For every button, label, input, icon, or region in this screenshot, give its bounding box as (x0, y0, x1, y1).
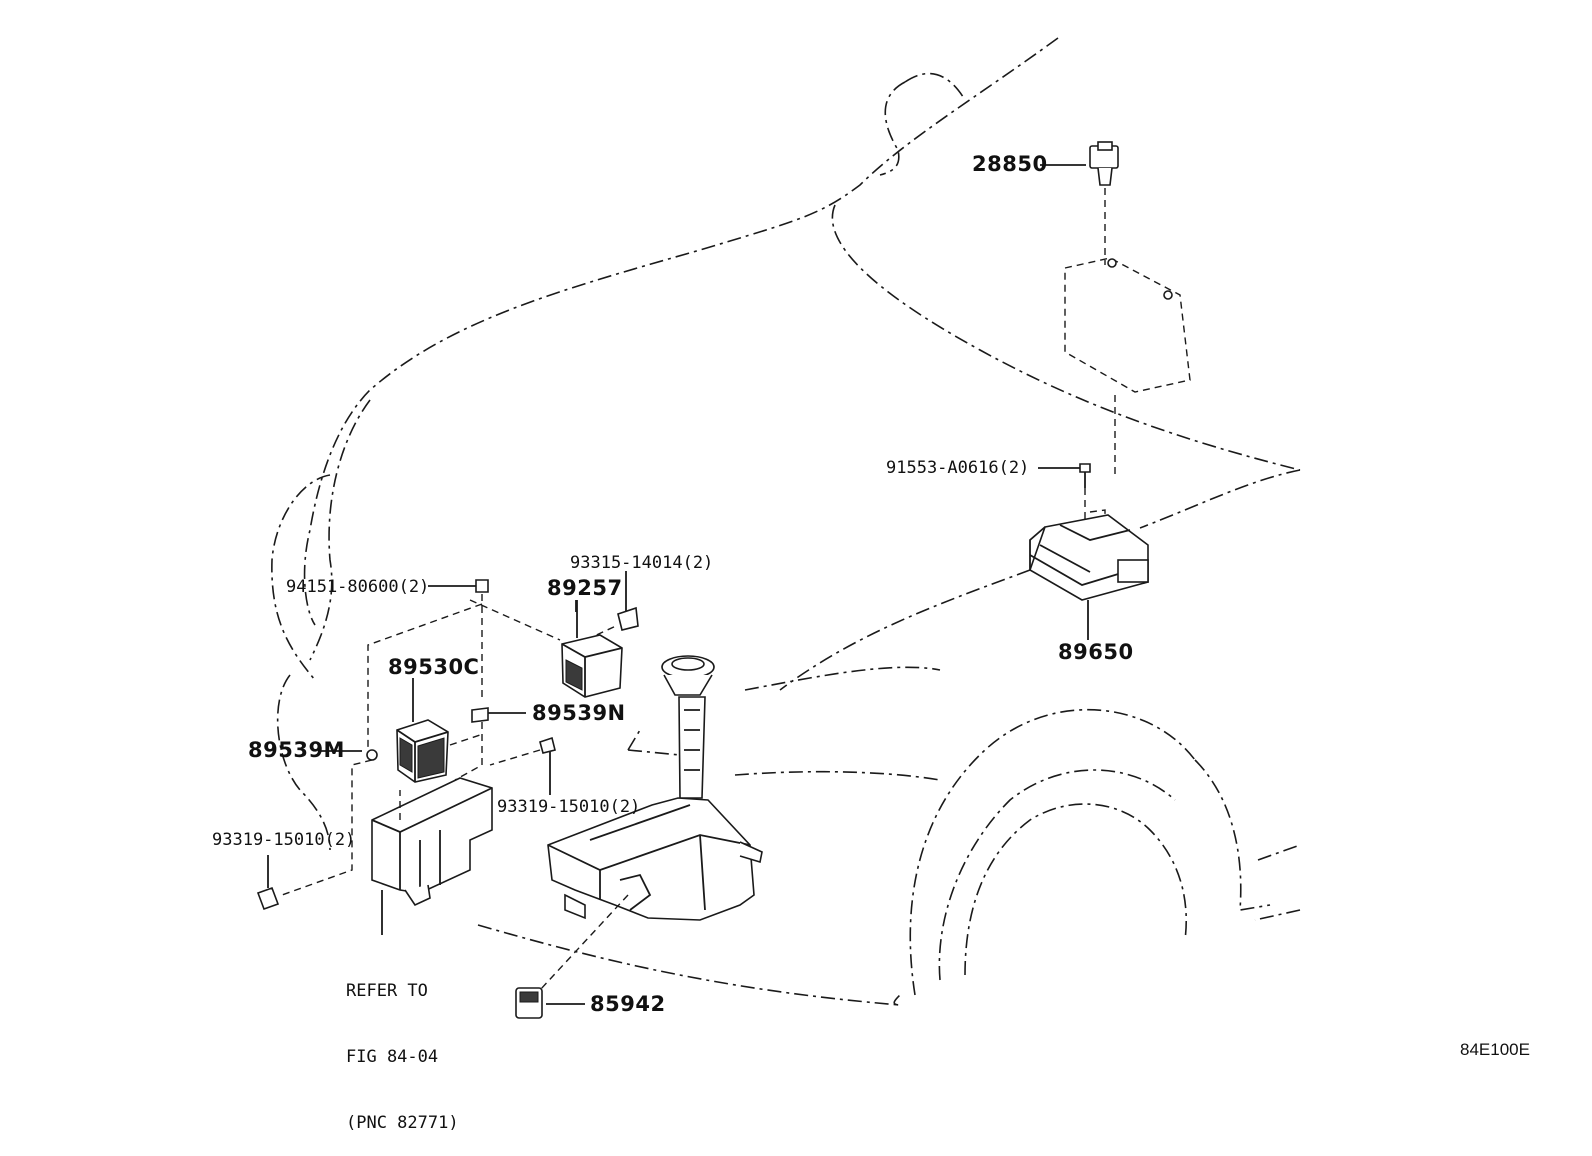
label-94151: 94151-80600(2) (286, 577, 430, 597)
bolt-icon (367, 579, 561, 781)
refer-note-line3: (PNC 82771) (346, 1113, 459, 1133)
parts-diagram (256, 37, 1301, 1019)
label-28850: 28850 (972, 152, 1048, 176)
refer-note-line1: REFER TO (346, 981, 428, 1001)
clip-icon (256, 749, 378, 911)
label-89650: 89650 (1058, 640, 1134, 664)
refer-note-line2: FIG 84-04 (346, 1047, 439, 1067)
washer-pump-icon (515, 987, 585, 1019)
bolt-icon-2 (489, 736, 556, 795)
label-89257: 89257 (547, 576, 623, 600)
figure-code: 84E100E (1460, 1040, 1530, 1059)
label-89530c: 89530C (388, 655, 480, 679)
label-89539m: 89539M (248, 738, 345, 762)
washer-tank-icon (539, 655, 763, 991)
fuse-box-icon (396, 678, 481, 783)
relay-icon (561, 571, 639, 698)
label-93319-right: 93319-15010(2) (497, 797, 641, 817)
relay-block-bracket-icon (371, 777, 493, 935)
control-module-icon (1029, 463, 1149, 640)
label-89539n: 89539N (532, 701, 626, 725)
refer-note: REFER TO FIG 84-04 (PNC 82771) (346, 936, 459, 1156)
label-85942: 85942 (590, 992, 666, 1016)
label-93319-left: 93319-15010(2) (212, 830, 356, 850)
vehicle-outline (271, 37, 1301, 1006)
label-91553: 91553-A0616(2) (886, 458, 1030, 478)
label-93315: 93315-14014(2) (570, 553, 714, 573)
sensor-bracket-icon (1040, 141, 1191, 478)
